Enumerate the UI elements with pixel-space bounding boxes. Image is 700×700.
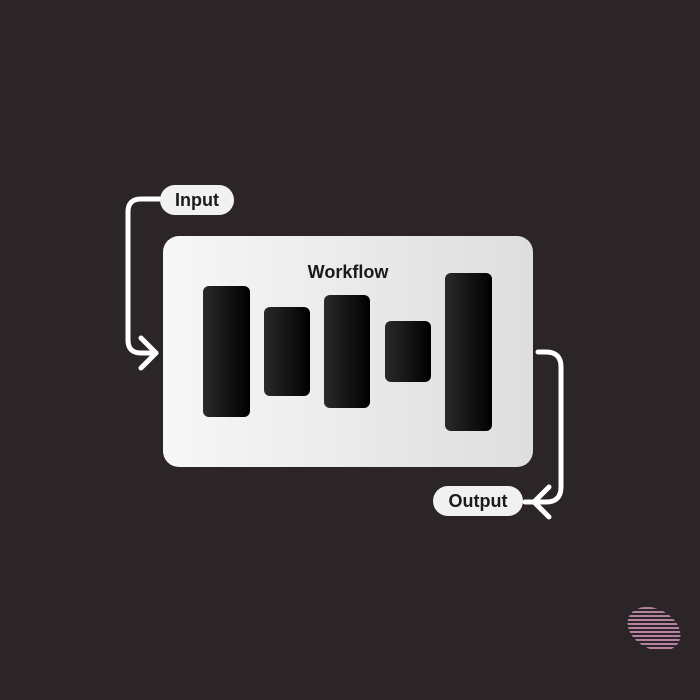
input-connector-line: [125, 196, 163, 356]
workflow-step-bar: [445, 273, 492, 431]
workflow-card: Workflow: [163, 236, 533, 467]
workflow-step-bar: [385, 321, 431, 382]
workflow-step-bar: [203, 286, 250, 417]
input-label: Input: [160, 185, 234, 215]
workflow-step-bar: [324, 295, 370, 408]
striped-oval-logo-icon: [624, 607, 684, 653]
output-label: Output: [433, 486, 523, 516]
workflow-title: Workflow: [307, 262, 389, 282]
output-connector-line: [522, 349, 564, 505]
chevron-left-icon: [531, 484, 552, 520]
chevron-right-icon: [138, 335, 159, 371]
workflow-step-bar: [264, 307, 310, 396]
